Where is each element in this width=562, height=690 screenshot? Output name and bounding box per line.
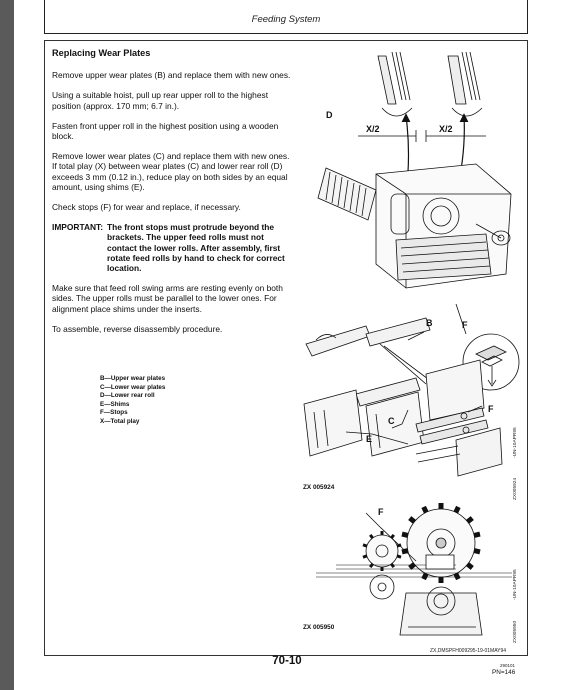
- feed-housing-assembly: [375, 163, 512, 289]
- shims-e: [415, 407, 503, 477]
- page-edge-band: [0, 0, 14, 690]
- step-paragraph: Fasten front upper roll in the highest p…: [52, 120, 279, 142]
- important-note: IMPORTANT: The front stops must protrude…: [52, 222, 292, 273]
- label-f: F: [488, 404, 494, 414]
- step-paragraph: Remove upper wear plates (B) and replace…: [52, 70, 291, 81]
- legend-item: F—Stops: [100, 409, 128, 417]
- header-rule-left: [44, 0, 45, 34]
- parts-legend: B—Upper wear plates C—Lower wear plates …: [100, 375, 270, 427]
- stop-detail-inset: [455, 303, 520, 391]
- important-label: IMPORTANT:: [52, 222, 104, 233]
- label-d: D: [326, 110, 333, 120]
- footer-small-code: 290101: [500, 663, 516, 668]
- page-header-title: Feeding System: [251, 14, 321, 25]
- label-f-inset: F: [462, 320, 468, 330]
- label-x-half-right: X/2: [439, 124, 453, 134]
- content-frame: [44, 40, 528, 656]
- important-text: The front stops must protrude beyond the…: [107, 222, 285, 274]
- sprocket-teeth: [362, 503, 481, 583]
- lower-rear-roll-d: [317, 167, 377, 221]
- legend-item: C—Lower wear plates: [100, 383, 166, 391]
- legend-item: B—Upper wear plates: [100, 375, 166, 382]
- step-paragraph: Make sure that feed roll swing arms are …: [52, 283, 283, 314]
- exploded-view-illustration: D X/2 X/2 B F F C E: [303, 51, 520, 477]
- sprocket-detail-illustration: F: [316, 503, 512, 636]
- legend-item: X—Total play: [100, 417, 140, 425]
- figure2-code: ZX 005950: [303, 624, 335, 631]
- footer-pn: PN=146: [492, 669, 516, 676]
- instruction-column: Replacing Wear Plates Remove upper wear …: [52, 48, 292, 344]
- label-b: B: [426, 318, 433, 328]
- step-paragraph: To assemble, reverse disassembly procedu…: [52, 323, 223, 334]
- step-paragraph: Using a suitable hoist, pull up rear upp…: [52, 90, 269, 111]
- document-reference-code: ZX,DMSPFH009295-19-01MAY94: [430, 648, 507, 654]
- figure2-side-code: -UN-10APR95: [513, 569, 518, 600]
- lower-housing: [399, 586, 483, 636]
- label-e: E: [366, 434, 372, 444]
- figure1-code: ZX 005924: [303, 484, 335, 491]
- step-paragraph: Check stops (F) for wear and replace, if…: [52, 202, 241, 213]
- label-f-detail: F: [378, 507, 384, 517]
- figure2-side-code-alt: ZX005950: [513, 620, 518, 643]
- section-title: Replacing Wear Plates: [52, 48, 151, 58]
- upper-wear-plate-b: [305, 317, 433, 407]
- header-rule-right: [527, 0, 528, 34]
- header-underline: [44, 33, 528, 34]
- legend-item: D—Lower rear roll: [100, 392, 155, 400]
- figure1-side-code: -UN-10APR95: [513, 427, 518, 458]
- legend-item: E—Shims: [100, 400, 130, 408]
- step-paragraph: Remove lower wear plates (C) and replace…: [52, 151, 290, 192]
- label-x-half-left: X/2: [366, 124, 380, 134]
- label-c: C: [388, 416, 395, 426]
- page-number: 70-10: [272, 655, 302, 667]
